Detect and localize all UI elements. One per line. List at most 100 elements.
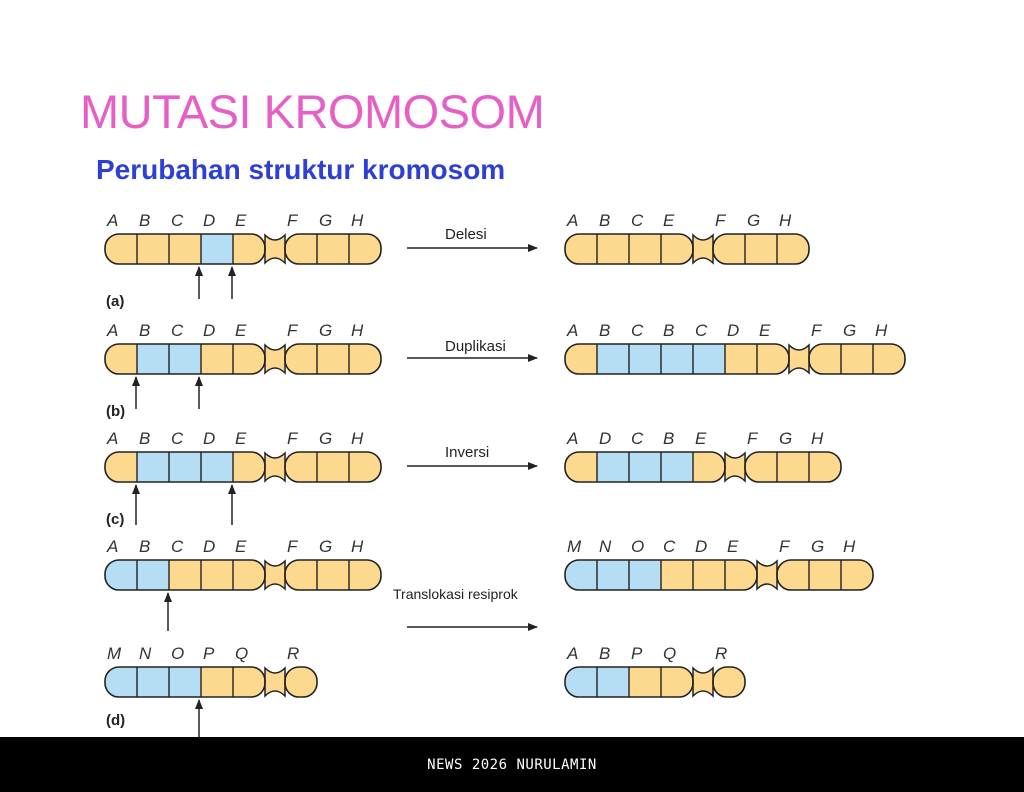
gene-segment (169, 452, 201, 482)
panel-label: (d) (106, 712, 125, 729)
gene-label: H (843, 537, 856, 556)
gene-label: D (203, 537, 215, 556)
chromosome-arm (104, 666, 266, 698)
gene-segment (285, 452, 317, 482)
chromosome-arm (284, 451, 382, 483)
gene-label: A (566, 321, 578, 340)
gene-label: B (139, 429, 150, 448)
centromere (264, 666, 286, 698)
gene-segment (777, 234, 809, 264)
gene-label: H (351, 321, 364, 340)
chromosome-arm (712, 666, 746, 698)
gene-label: H (811, 429, 824, 448)
gene-label: C (171, 429, 184, 448)
gene-segment (169, 667, 201, 697)
gene-label: G (779, 429, 792, 448)
gene-label: E (727, 537, 739, 556)
gene-label: E (235, 537, 247, 556)
gene-segment (285, 560, 317, 590)
gene-segment (169, 234, 201, 264)
gene-segment (777, 452, 809, 482)
gene-segment (597, 560, 629, 590)
gene-label: N (599, 537, 612, 556)
gene-segment (725, 560, 757, 590)
chromosome-arm (564, 343, 790, 375)
operation-label: Duplikasi (445, 338, 506, 355)
gene-segment (661, 344, 693, 374)
gene-segment (349, 234, 381, 264)
gene-segment (597, 234, 629, 264)
gene-label: D (695, 537, 707, 556)
gene-label: G (319, 429, 332, 448)
gene-label: O (631, 537, 644, 556)
gene-label: A (566, 211, 578, 230)
gene-label: G (319, 321, 332, 340)
centromere (692, 666, 714, 698)
gene-segment (317, 344, 349, 374)
gene-segment (661, 560, 693, 590)
gene-segment (317, 452, 349, 482)
gene-segment (565, 560, 597, 590)
gene-segment (713, 667, 745, 697)
panel-label: (b) (106, 403, 125, 420)
gene-label: H (351, 211, 364, 230)
gene-segment (629, 234, 661, 264)
gene-segment (137, 234, 169, 264)
gene-label: E (663, 211, 675, 230)
gene-label: E (695, 429, 707, 448)
gene-segment (757, 344, 789, 374)
gene-label: F (287, 537, 299, 556)
chromosome-arm (564, 451, 726, 483)
gene-label: D (599, 429, 611, 448)
centromere (264, 233, 286, 265)
gene-label: B (139, 321, 150, 340)
gene-segment (597, 667, 629, 697)
gene-segment (169, 344, 201, 374)
gene-label: A (106, 211, 118, 230)
gene-label: R (715, 644, 727, 663)
centromere (264, 559, 286, 591)
gene-segment (777, 560, 809, 590)
gene-label: A (566, 644, 578, 663)
gene-segment (201, 560, 233, 590)
gene-label: B (663, 429, 674, 448)
gene-segment (809, 452, 841, 482)
chromosome-arm (284, 343, 382, 375)
gene-label: G (747, 211, 760, 230)
gene-label: M (107, 644, 122, 663)
gene-label: P (631, 644, 643, 663)
gene-segment (201, 234, 233, 264)
panel-label: (a) (106, 293, 124, 310)
chromosome-arm (284, 233, 382, 265)
gene-segment (105, 344, 137, 374)
chromosome-arm (284, 666, 318, 698)
gene-label: C (663, 537, 676, 556)
slide-subtitle: Perubahan struktur kromosom (96, 154, 506, 185)
gene-segment (105, 452, 137, 482)
gene-label: B (139, 537, 150, 556)
gene-segment (873, 344, 905, 374)
gene-segment (809, 344, 841, 374)
chromosome-arm (808, 343, 906, 375)
gene-label: F (287, 211, 299, 230)
operation-label: Delesi (445, 226, 487, 243)
gene-segment (809, 560, 841, 590)
gene-segment (597, 452, 629, 482)
gene-label: Q (663, 644, 676, 663)
gene-segment (693, 344, 725, 374)
gene-label: E (235, 429, 247, 448)
centromere (264, 343, 286, 375)
gene-segment (317, 560, 349, 590)
gene-segment (725, 344, 757, 374)
gene-label: H (351, 429, 364, 448)
chromosome-arm (104, 343, 266, 375)
gene-segment (285, 667, 317, 697)
gene-label: A (106, 321, 118, 340)
gene-label: F (811, 321, 823, 340)
gene-label: F (287, 321, 299, 340)
